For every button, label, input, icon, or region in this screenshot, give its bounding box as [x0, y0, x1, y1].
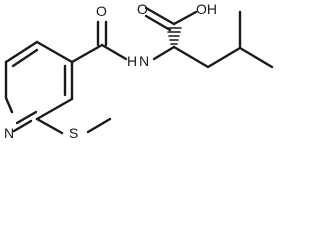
ring-bond-c4-c5 — [35, 40, 74, 64]
chemical-structure-diagram: O OH O H N N S — [4, 1, 274, 141]
pyridine-ring — [4, 40, 74, 133]
label-hydroxyl: OH — [196, 1, 217, 17]
bond-nitrogen-alpha-carbon — [152, 45, 176, 61]
amide-group — [70, 20, 128, 64]
label-amide-nitrogen: N — [139, 53, 149, 69]
alpha-carbon-carboxyl — [144, 6, 198, 61]
bond-carboxyl-carbon-hydroxyl — [172, 10, 198, 26]
bond-beta-gamma — [206, 46, 242, 69]
label-pyridine-nitrogen: N — [4, 125, 14, 141]
ring-bond-n-c2 — [12, 119, 33, 133]
ring-bond-c5-c6 — [4, 40, 39, 64]
ring-double-bond-n-c2 — [15, 110, 38, 125]
label-amide-nitrogen-hydrogen: H — [127, 53, 137, 69]
ring-bond-c3-c2 — [35, 97, 74, 121]
bond-c3-carbonyl — [70, 43, 104, 64]
bond-c2-sulfur — [35, 117, 64, 135]
isobutyl-side-chain — [172, 10, 274, 69]
ring-bond-c2-n-outer — [4, 96, 14, 114]
methylthio-group — [35, 117, 112, 135]
label-carboxyl-oxygen: O — [137, 1, 148, 17]
bond-carboxyl-carbon-oxygen — [144, 6, 176, 26]
bond-sulfur-methyl — [86, 117, 112, 134]
bond-gamma-methyl-right — [238, 46, 274, 69]
bond-carboxyl-carbon-oxygen-double — [144, 14, 172, 32]
ring-double-bond-c5-c6 — [11, 48, 39, 68]
label-amide-oxygen: O — [96, 3, 107, 19]
label-sulfur: S — [69, 125, 78, 141]
bond-carbonyl-nitrogen — [100, 43, 128, 61]
bond-alpha-beta — [172, 45, 210, 69]
